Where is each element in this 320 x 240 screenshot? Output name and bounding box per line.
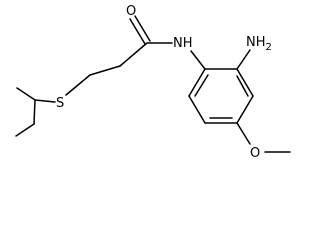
ring-bond-c6-c1 (188, 68, 206, 97)
bond-ch2-carbonyl (119, 42, 148, 67)
ring-bond-c3-c4 (236, 95, 254, 124)
ring-bond-c2-c3 (236, 68, 254, 97)
ring-double-c2-c3 (236, 75, 249, 97)
amine-label: NH2 (246, 35, 272, 53)
bond-sulfur-ch2 (65, 74, 91, 96)
ring-double-c6-c1 (194, 74, 209, 97)
bond-nitrogen-ring (190, 50, 206, 70)
bond-ch2-ch3 (15, 123, 35, 137)
amine-subscript-2: 2 (266, 42, 272, 53)
bond-carbonyl-double-1 (129, 18, 146, 45)
bond-ring-methoxy-oxygen (236, 122, 251, 145)
chemical-structure: O S NH NH2 O (15, 4, 291, 161)
methoxy-oxygen-label: O (250, 146, 260, 161)
bond-ch-sulfur (34, 99, 56, 103)
amine-nh-text: NH (246, 35, 266, 50)
bond-methyl-ch (16, 87, 36, 101)
amide-nh-label: NH (173, 36, 193, 51)
bond-carbonyl-double-2 (134, 15, 151, 42)
bond-ch-ch2 (33, 99, 36, 125)
bond-ch2-ch2 (89, 65, 121, 76)
bond-ring-amine (236, 49, 251, 70)
carbonyl-oxygen-label: O (126, 4, 136, 19)
ring-bond-c5-c6 (188, 95, 206, 124)
sulfur-label: S (56, 96, 64, 111)
